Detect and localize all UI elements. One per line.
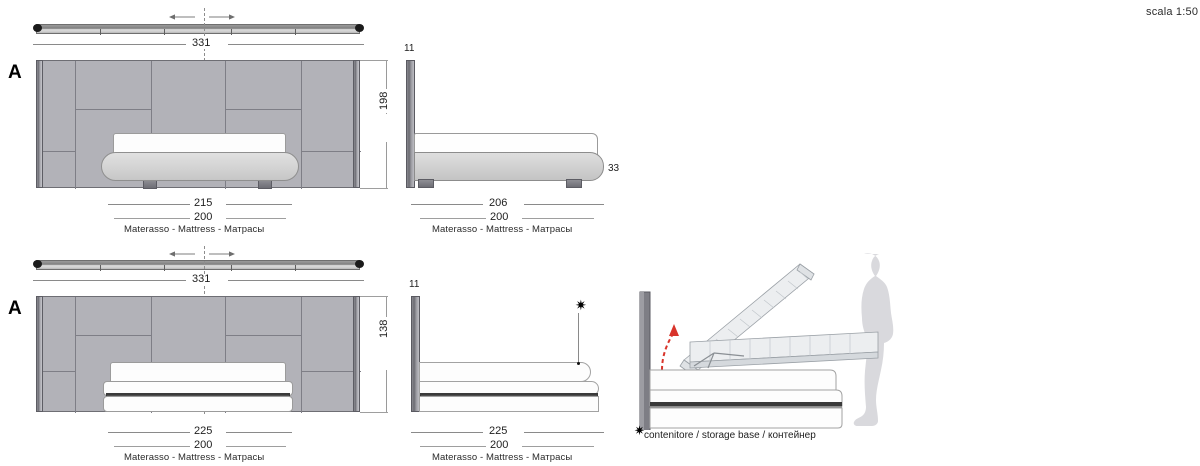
plan-divider <box>231 265 232 271</box>
plan-divider <box>295 29 296 35</box>
headboard-post-right <box>353 296 360 412</box>
mattress-caption: Materasso - Mattress - Матрасы <box>432 224 573 235</box>
headboard-side-profile <box>406 60 415 188</box>
dim-value: 225 <box>486 426 511 437</box>
mattress-caption: Materasso - Mattress - Матрасы <box>124 224 265 235</box>
dim-value: 200 <box>191 212 216 223</box>
lower-center-arrow-pair <box>167 248 237 260</box>
plan-divider <box>100 29 101 35</box>
mattress-caption: Materasso - Mattress - Матрасы <box>124 452 265 463</box>
plan-divider <box>164 265 165 271</box>
slat-base <box>689 331 879 369</box>
dim-value: 215 <box>191 198 216 209</box>
plan-divider <box>100 265 101 271</box>
bed-foot-side-right <box>566 179 582 188</box>
dim-value: 331 <box>189 38 214 49</box>
lift-arrow-icon <box>660 324 679 374</box>
lower-side-headboard-thickness: 11 <box>406 280 423 290</box>
dim-value: 200 <box>191 440 216 451</box>
dim-value: 225 <box>191 426 216 437</box>
plan-divider <box>295 265 296 271</box>
headboard-side-profile <box>411 296 420 412</box>
upper-side-base-height-dim: 33 <box>605 164 623 174</box>
plan-bar <box>36 24 360 34</box>
plan-bar <box>36 260 360 270</box>
upper-side-headboard-thickness: 11 <box>401 44 418 54</box>
headboard-post-left <box>36 296 43 412</box>
bed-base-side <box>414 152 604 181</box>
dim-value: 198 <box>378 88 390 113</box>
storage-base-lower-layer-side <box>419 396 599 412</box>
plan-end-cap-right <box>355 260 364 268</box>
plan-divider <box>231 29 232 35</box>
storage-base-lower-layer <box>103 396 293 412</box>
dim-value: 331 <box>189 274 214 285</box>
headboard-post-left <box>36 60 43 188</box>
bed-base-front <box>101 152 299 181</box>
bed-foot-side-left <box>418 179 434 188</box>
headboard-post-right <box>353 60 360 188</box>
dim-value: 200 <box>487 440 512 451</box>
lift-mechanism <box>693 352 745 369</box>
dim-value: 138 <box>378 316 390 341</box>
dim-value: 206 <box>486 198 511 209</box>
footnote-asterisk: ✷ <box>634 423 645 438</box>
storage-box-body <box>649 369 843 429</box>
callout-asterisk: ✷ <box>575 297 587 313</box>
dim-value: 200 <box>487 212 512 223</box>
plan-end-cap-right <box>355 24 364 32</box>
mattress-caption: Materasso - Mattress - Матрасы <box>432 452 573 463</box>
plan-end-cap-left <box>33 24 42 32</box>
plan-end-cap-left <box>33 260 42 268</box>
storage-base-lift-illustration <box>632 250 932 430</box>
view-letter-lower: A <box>8 298 22 319</box>
footnote-text: contenitore / storage base / контейнер <box>644 430 816 441</box>
upper-center-arrow-pair <box>167 11 237 23</box>
scale-label: scala 1:50 <box>1146 6 1199 18</box>
plan-divider <box>164 29 165 35</box>
view-letter-upper: A <box>8 62 22 83</box>
mattress-side <box>419 362 591 382</box>
